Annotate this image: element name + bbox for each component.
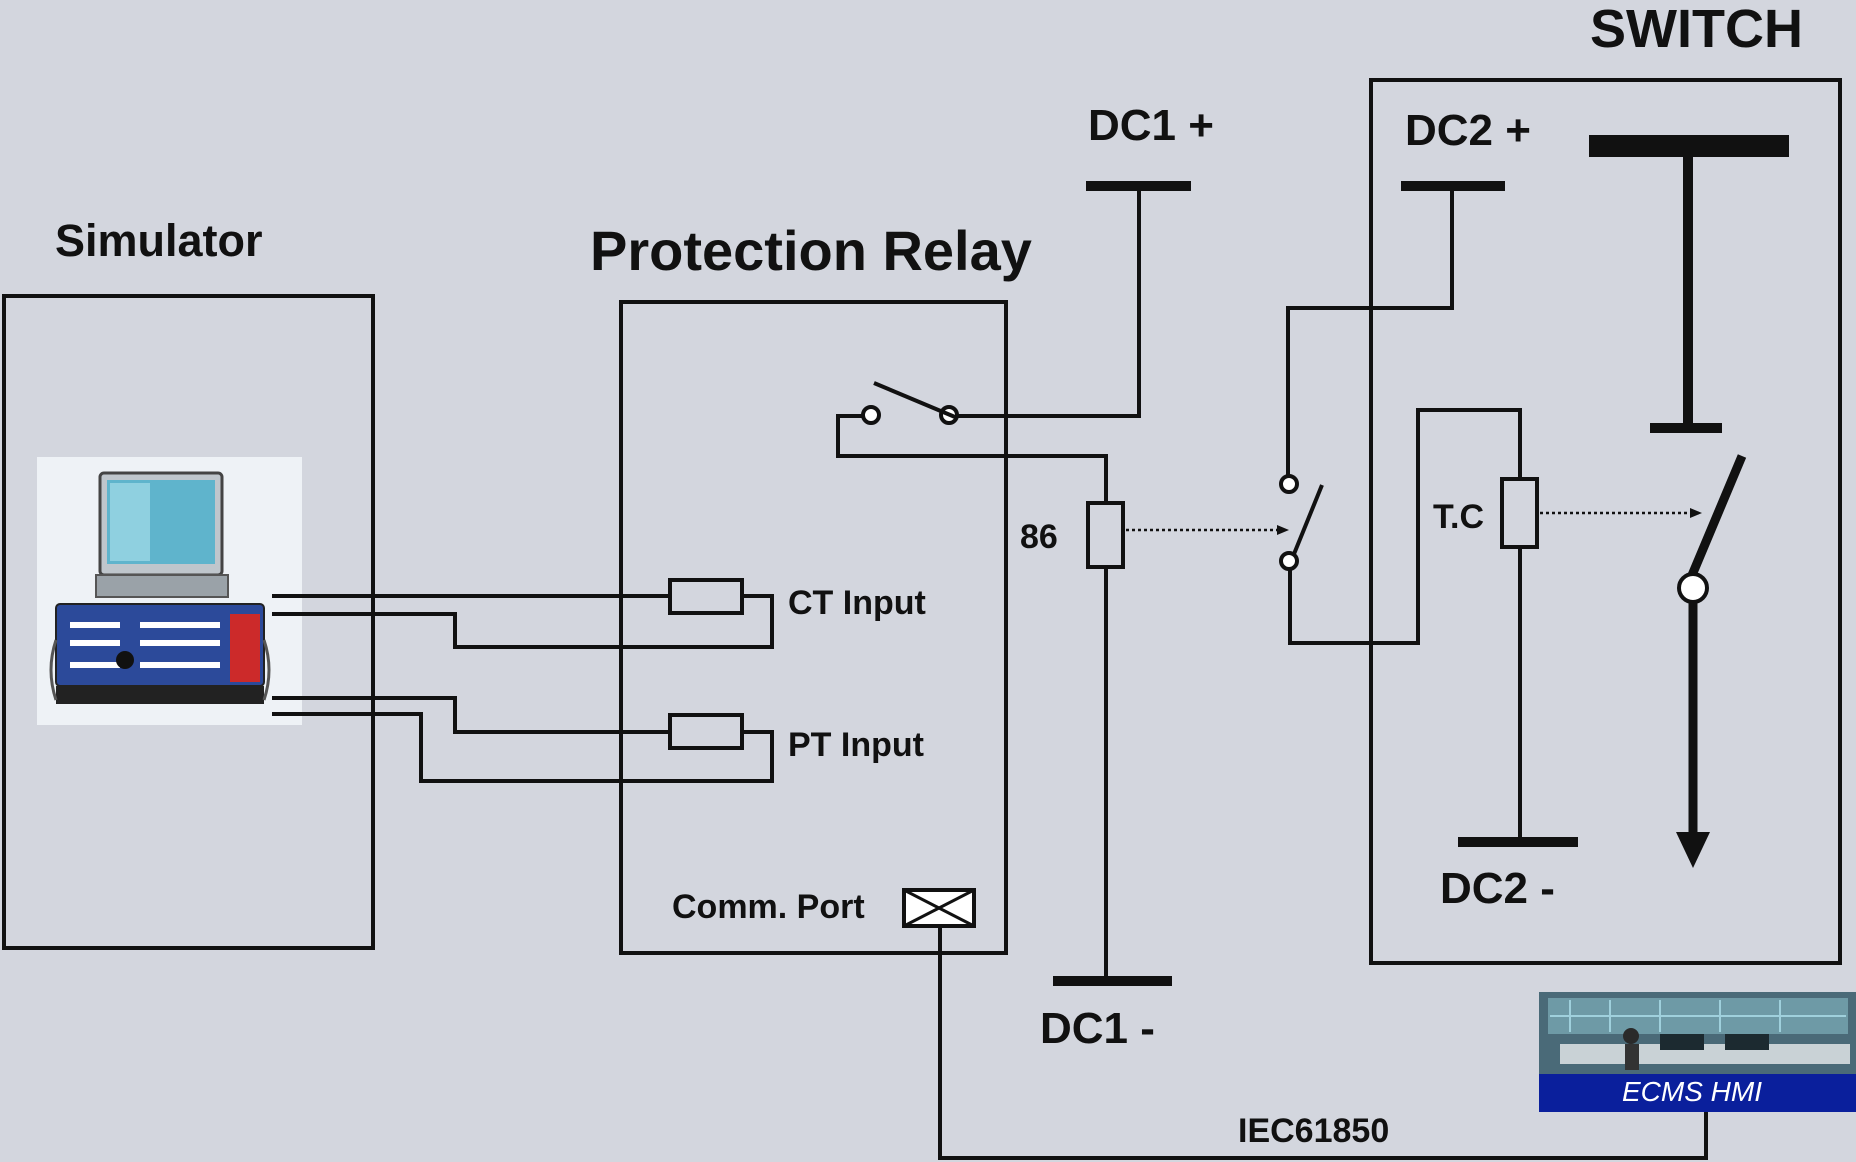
trip-coil: [1500, 477, 1539, 549]
box-outlines: [2, 78, 1842, 965]
main-breaker: [1589, 135, 1789, 868]
comm-port-label: Comm. Port: [672, 888, 865, 926]
pt-wire-b: [272, 712, 774, 783]
lockout-relay-coil: [1086, 501, 1125, 569]
hmi-banner: [1539, 1074, 1856, 1112]
pt-wire-a: [272, 696, 670, 734]
switch-box: [1369, 78, 1842, 965]
simulator-label: Simulator: [55, 215, 263, 266]
ct-input-label: CT Input: [788, 584, 926, 622]
lockout-relay-label: 86: [1020, 518, 1058, 556]
aux-contact-to-tc: [1288, 408, 1522, 645]
dc2-plus-wire: [1286, 184, 1454, 476]
protection-relay-box: [619, 300, 1008, 955]
relay-test-set-icon: [37, 457, 302, 725]
contact-to-dc1: [950, 184, 1141, 418]
protocol-label: IEC61850: [1238, 1112, 1389, 1150]
dc2-plus-label: DC2 +: [1405, 106, 1531, 155]
crossed-box-icon[interactable]: [902, 888, 976, 928]
pt-input-label: PT Input: [788, 726, 924, 764]
dc1-minus-label: DC1 -: [1040, 1004, 1155, 1053]
hmi-label: ECMS HMI: [1622, 1076, 1762, 1107]
hmi-panel[interactable]: ECMS HMI: [1539, 992, 1856, 1112]
ct-wire-b: [272, 594, 774, 649]
pt-input-coil: [668, 713, 744, 750]
trip-coil-label: T.C: [1433, 498, 1484, 536]
ct-input-coil: [668, 578, 744, 615]
iec61850-link: [938, 928, 1708, 1160]
wiring: [272, 184, 1708, 1160]
simulator-box: [2, 294, 375, 950]
switch-title: SWITCH: [1590, 0, 1803, 59]
relay-output-contact: [861, 381, 959, 425]
aux-contact: [1279, 474, 1324, 571]
contact-left-wire: [836, 414, 1108, 503]
protection-relay-label: Protection Relay: [590, 219, 1032, 282]
bus-bars: [1053, 181, 1578, 986]
dc2-minus-label: DC2 -: [1440, 864, 1555, 913]
dc1-plus-label: DC1 +: [1088, 101, 1214, 150]
